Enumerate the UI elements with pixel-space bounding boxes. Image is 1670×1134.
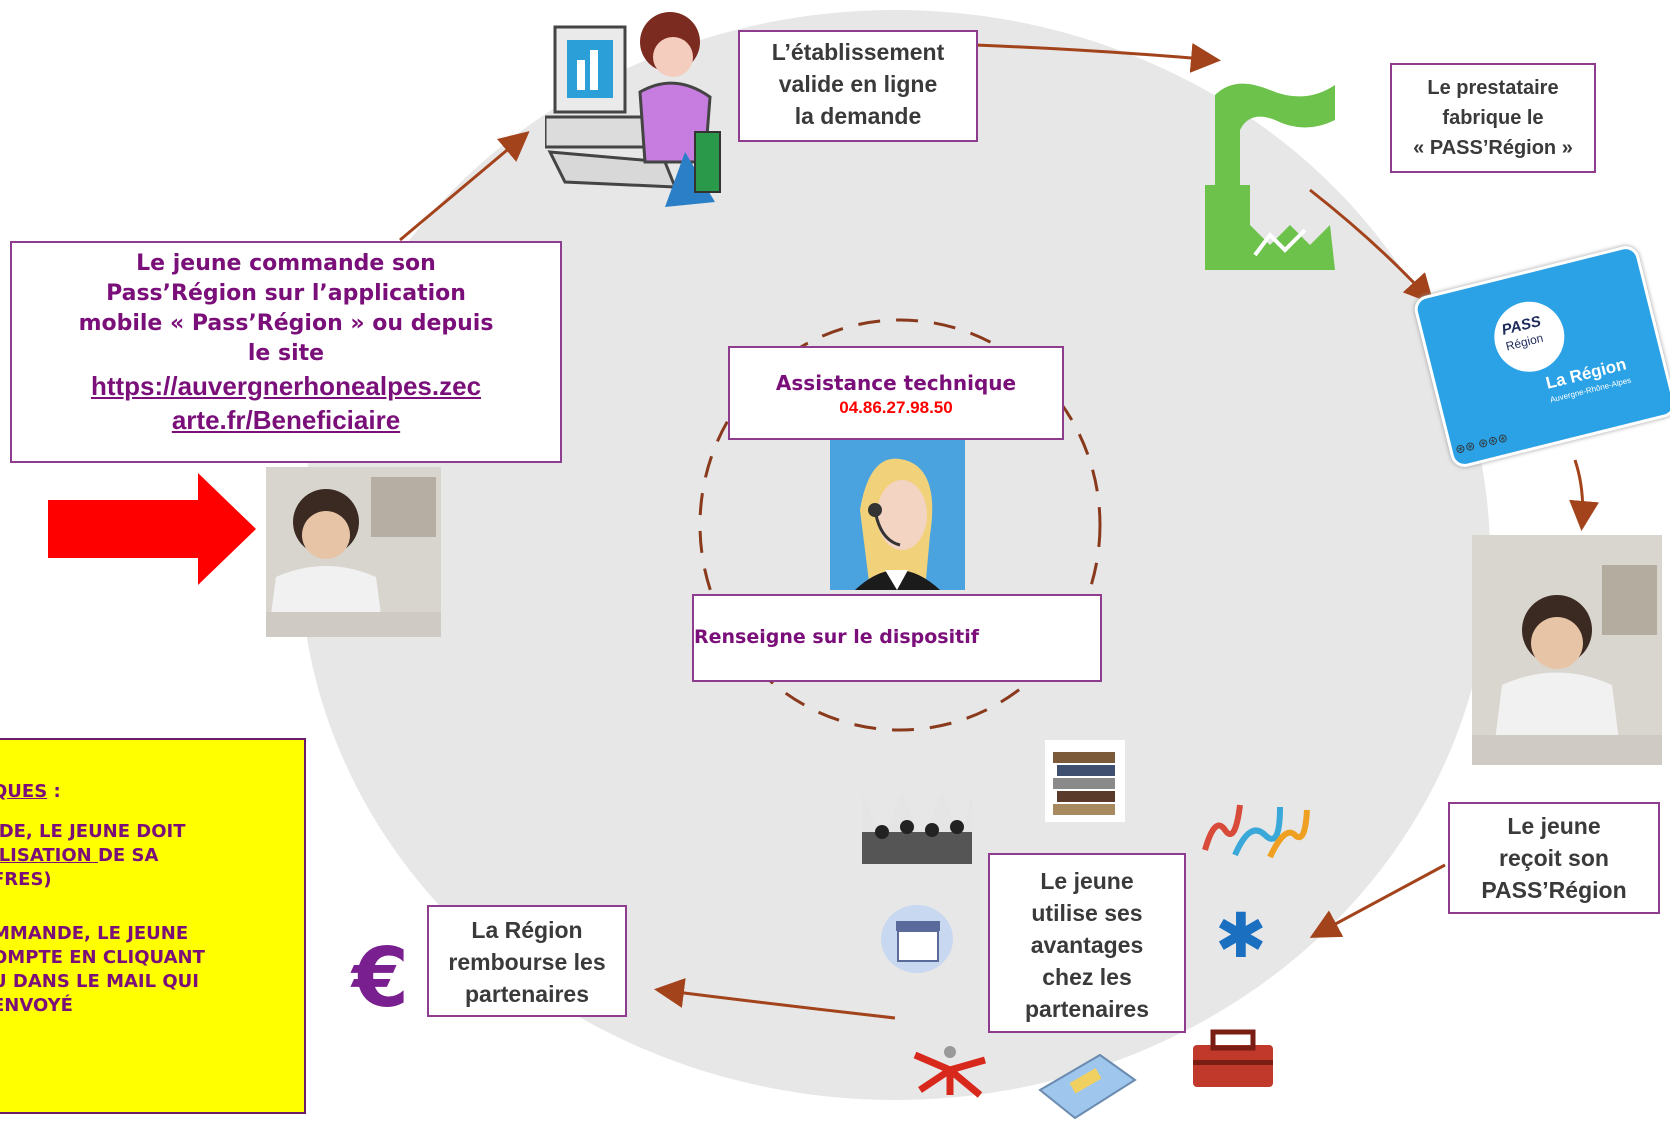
school-staff-computer-icon	[545, 12, 721, 207]
remarks-title-rest: :	[47, 781, 61, 802]
card-reader-icon	[1038, 1053, 1137, 1120]
main-line-4: le site	[247, 341, 325, 366]
site-link-line-1[interactable]: https://auvergnerhonealpes.zec	[90, 371, 482, 401]
remarks-title: QUES :	[0, 780, 304, 804]
arrow-main-to-etablissement	[399, 131, 530, 242]
step-jeune-utilise: Le jeune utilise ses avantages chez les …	[988, 853, 1186, 1033]
assistance-box: Assistance technique 04.86.27.98.50	[728, 346, 1064, 440]
red-pointer-arrow	[48, 473, 256, 585]
remarks-title-underlined: QUES	[0, 781, 48, 802]
step-jeune-recoit: Le jeune reçoit son PASS’Région	[1448, 802, 1660, 914]
renseigne-box: Renseigne sur le dispositif	[692, 594, 1102, 682]
euro-icon: €	[352, 931, 410, 1026]
main-line-2: Pass’Région sur l’application	[106, 281, 466, 306]
arrow-partners-to-region	[654, 978, 896, 1020]
remarks-p1-line-1: IDE, LE JEUNE DOIT	[0, 821, 186, 842]
assistance-phone: 04.86.27.98.50	[839, 398, 953, 417]
step-region-rembourse: La Région rembourse les partenaires	[427, 905, 627, 1017]
site-link-line-2[interactable]: arte.fr/Beneficiaire	[171, 405, 401, 435]
dashed-support-circle	[698, 318, 1102, 732]
support-agent-headset-icon	[830, 440, 965, 590]
cinema-clapper-icon	[881, 905, 953, 973]
star-of-life-icon: ✱	[1215, 899, 1267, 972]
step-prestataire-fabrique: Le prestataire fabrique le « PASS’Région…	[1390, 63, 1596, 173]
factory-icon	[1205, 83, 1335, 270]
sports-icon	[1202, 804, 1310, 859]
main-instruction-box: Le jeune commande son Pass’Région sur l’…	[10, 241, 562, 463]
student-photo-left	[266, 467, 441, 637]
main-line-1: Le jeune commande son	[136, 251, 436, 276]
toolbox-icon	[1193, 1029, 1273, 1087]
transport-icon	[913, 1046, 986, 1098]
remarks-paragraph-1: IDE, LE JEUNE DOIT ILISATION DE SA FRES)	[0, 820, 304, 892]
remarks-p1-line-2-underlined: ILISATION	[0, 845, 98, 866]
books-icon	[1045, 740, 1125, 822]
remarks-p1-line-2-rest: DE SA	[97, 845, 159, 866]
remarks-paragraph-2: MMANDE, LE JEUNE OMPTE EN CLIQUANT U DAN…	[0, 923, 205, 1016]
main-line-3: mobile « Pass’Région » ou depuis	[78, 311, 494, 336]
arrow-etablissement-to-prestataire	[974, 42, 1221, 73]
arrow-card-to-jeune	[1569, 459, 1599, 531]
remarks-p1-line-3: FRES)	[0, 869, 52, 890]
renseigne-text: Renseigne sur le dispositif	[694, 626, 979, 648]
arrow-factory-to-card	[1309, 188, 1435, 305]
remarks-box: QUES : IDE, LE JEUNE DOIT ILISATION DE SA…	[0, 738, 306, 1114]
step-etablissement-valide: L’établissement valide en ligne la deman…	[738, 30, 978, 142]
concert-icon	[862, 792, 972, 864]
student-photo-right	[1472, 535, 1662, 765]
arrow-recoit-to-utilise	[1309, 863, 1446, 938]
assistance-title: Assistance technique	[775, 371, 1017, 395]
